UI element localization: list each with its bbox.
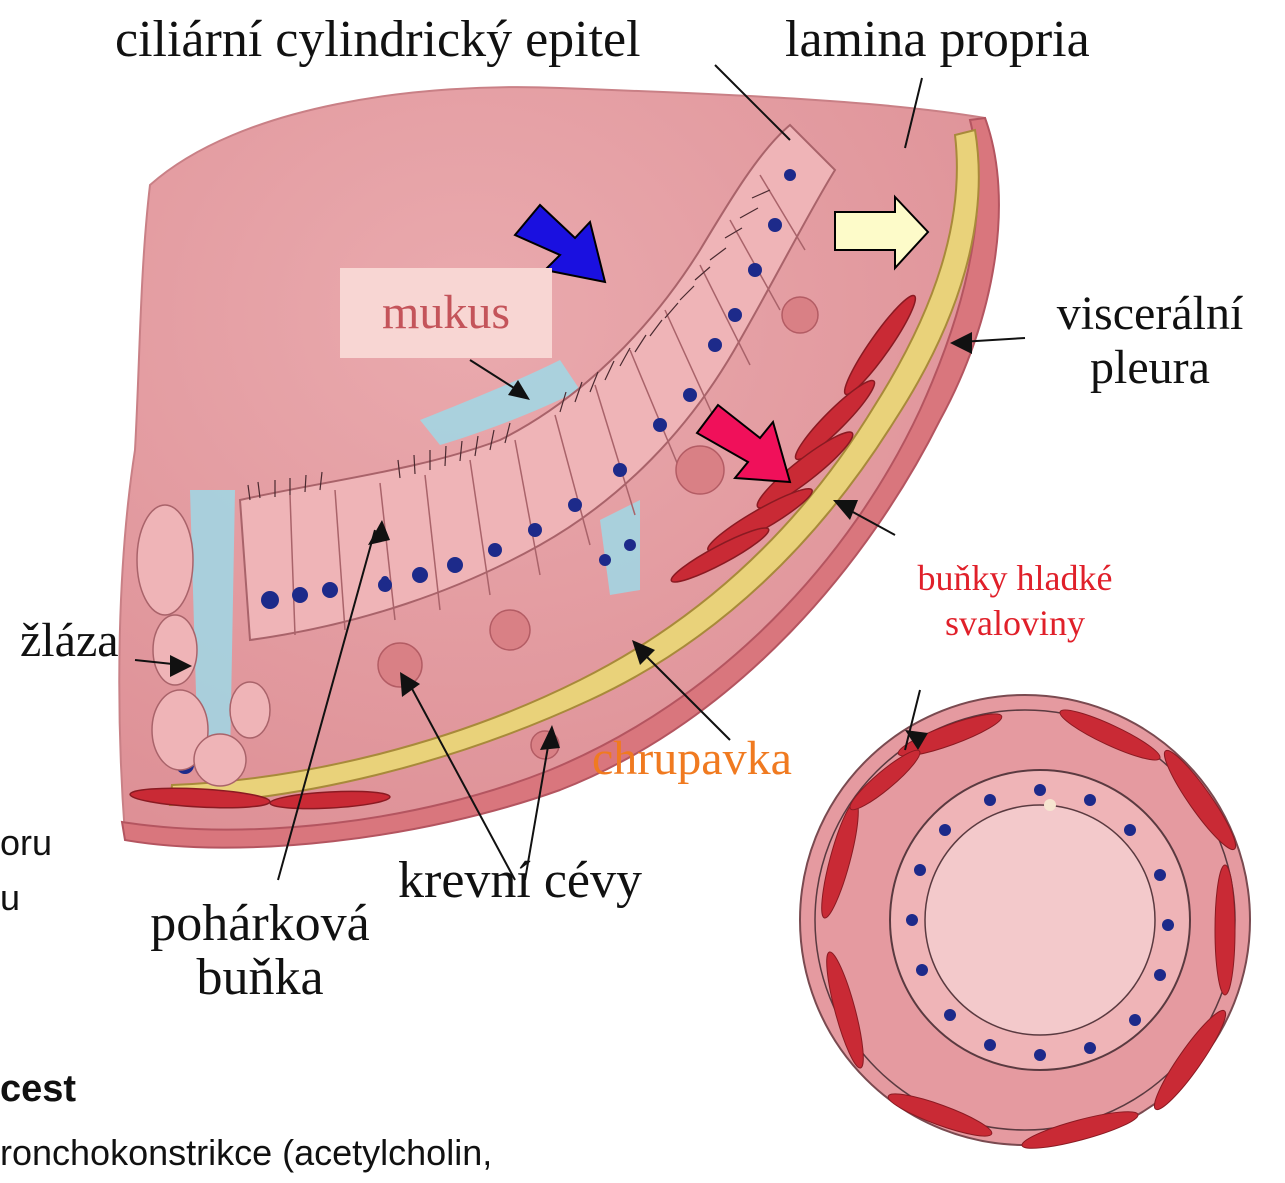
- label-mucus: mukus: [382, 289, 510, 337]
- label-goblet-cell-line2: buňka: [120, 952, 400, 1004]
- slide-text-fragment-2: u: [0, 880, 20, 916]
- label-visceral-pleura-line2: pleura: [1030, 344, 1270, 392]
- label-lamina-propria: lamina propria: [785, 14, 1090, 66]
- label-goblet-cell-line1: pohárková: [120, 898, 400, 950]
- bronchus-cross-section: [800, 695, 1250, 1155]
- label-smooth-muscle-line2: svaloviny: [865, 605, 1165, 641]
- mukus-label-box: mukus: [340, 268, 552, 358]
- label-smooth-muscle-line1: buňky hladké: [865, 560, 1165, 596]
- slide-text-fragment-1: oru: [0, 825, 52, 861]
- slide-body-fragment: ronchokonstrikce (acetylcholin,: [0, 1135, 492, 1171]
- label-blood-vessels: krevní cévy: [398, 855, 642, 907]
- slide-heading-fragment: cest: [0, 1070, 76, 1108]
- label-visceral-pleura-line1: viscerální: [1030, 290, 1270, 338]
- label-gland: žláza: [20, 617, 119, 665]
- label-ciliated-epithelium: ciliární cylindrický epitel: [115, 14, 641, 66]
- label-cartilage: chrupavka: [592, 735, 792, 783]
